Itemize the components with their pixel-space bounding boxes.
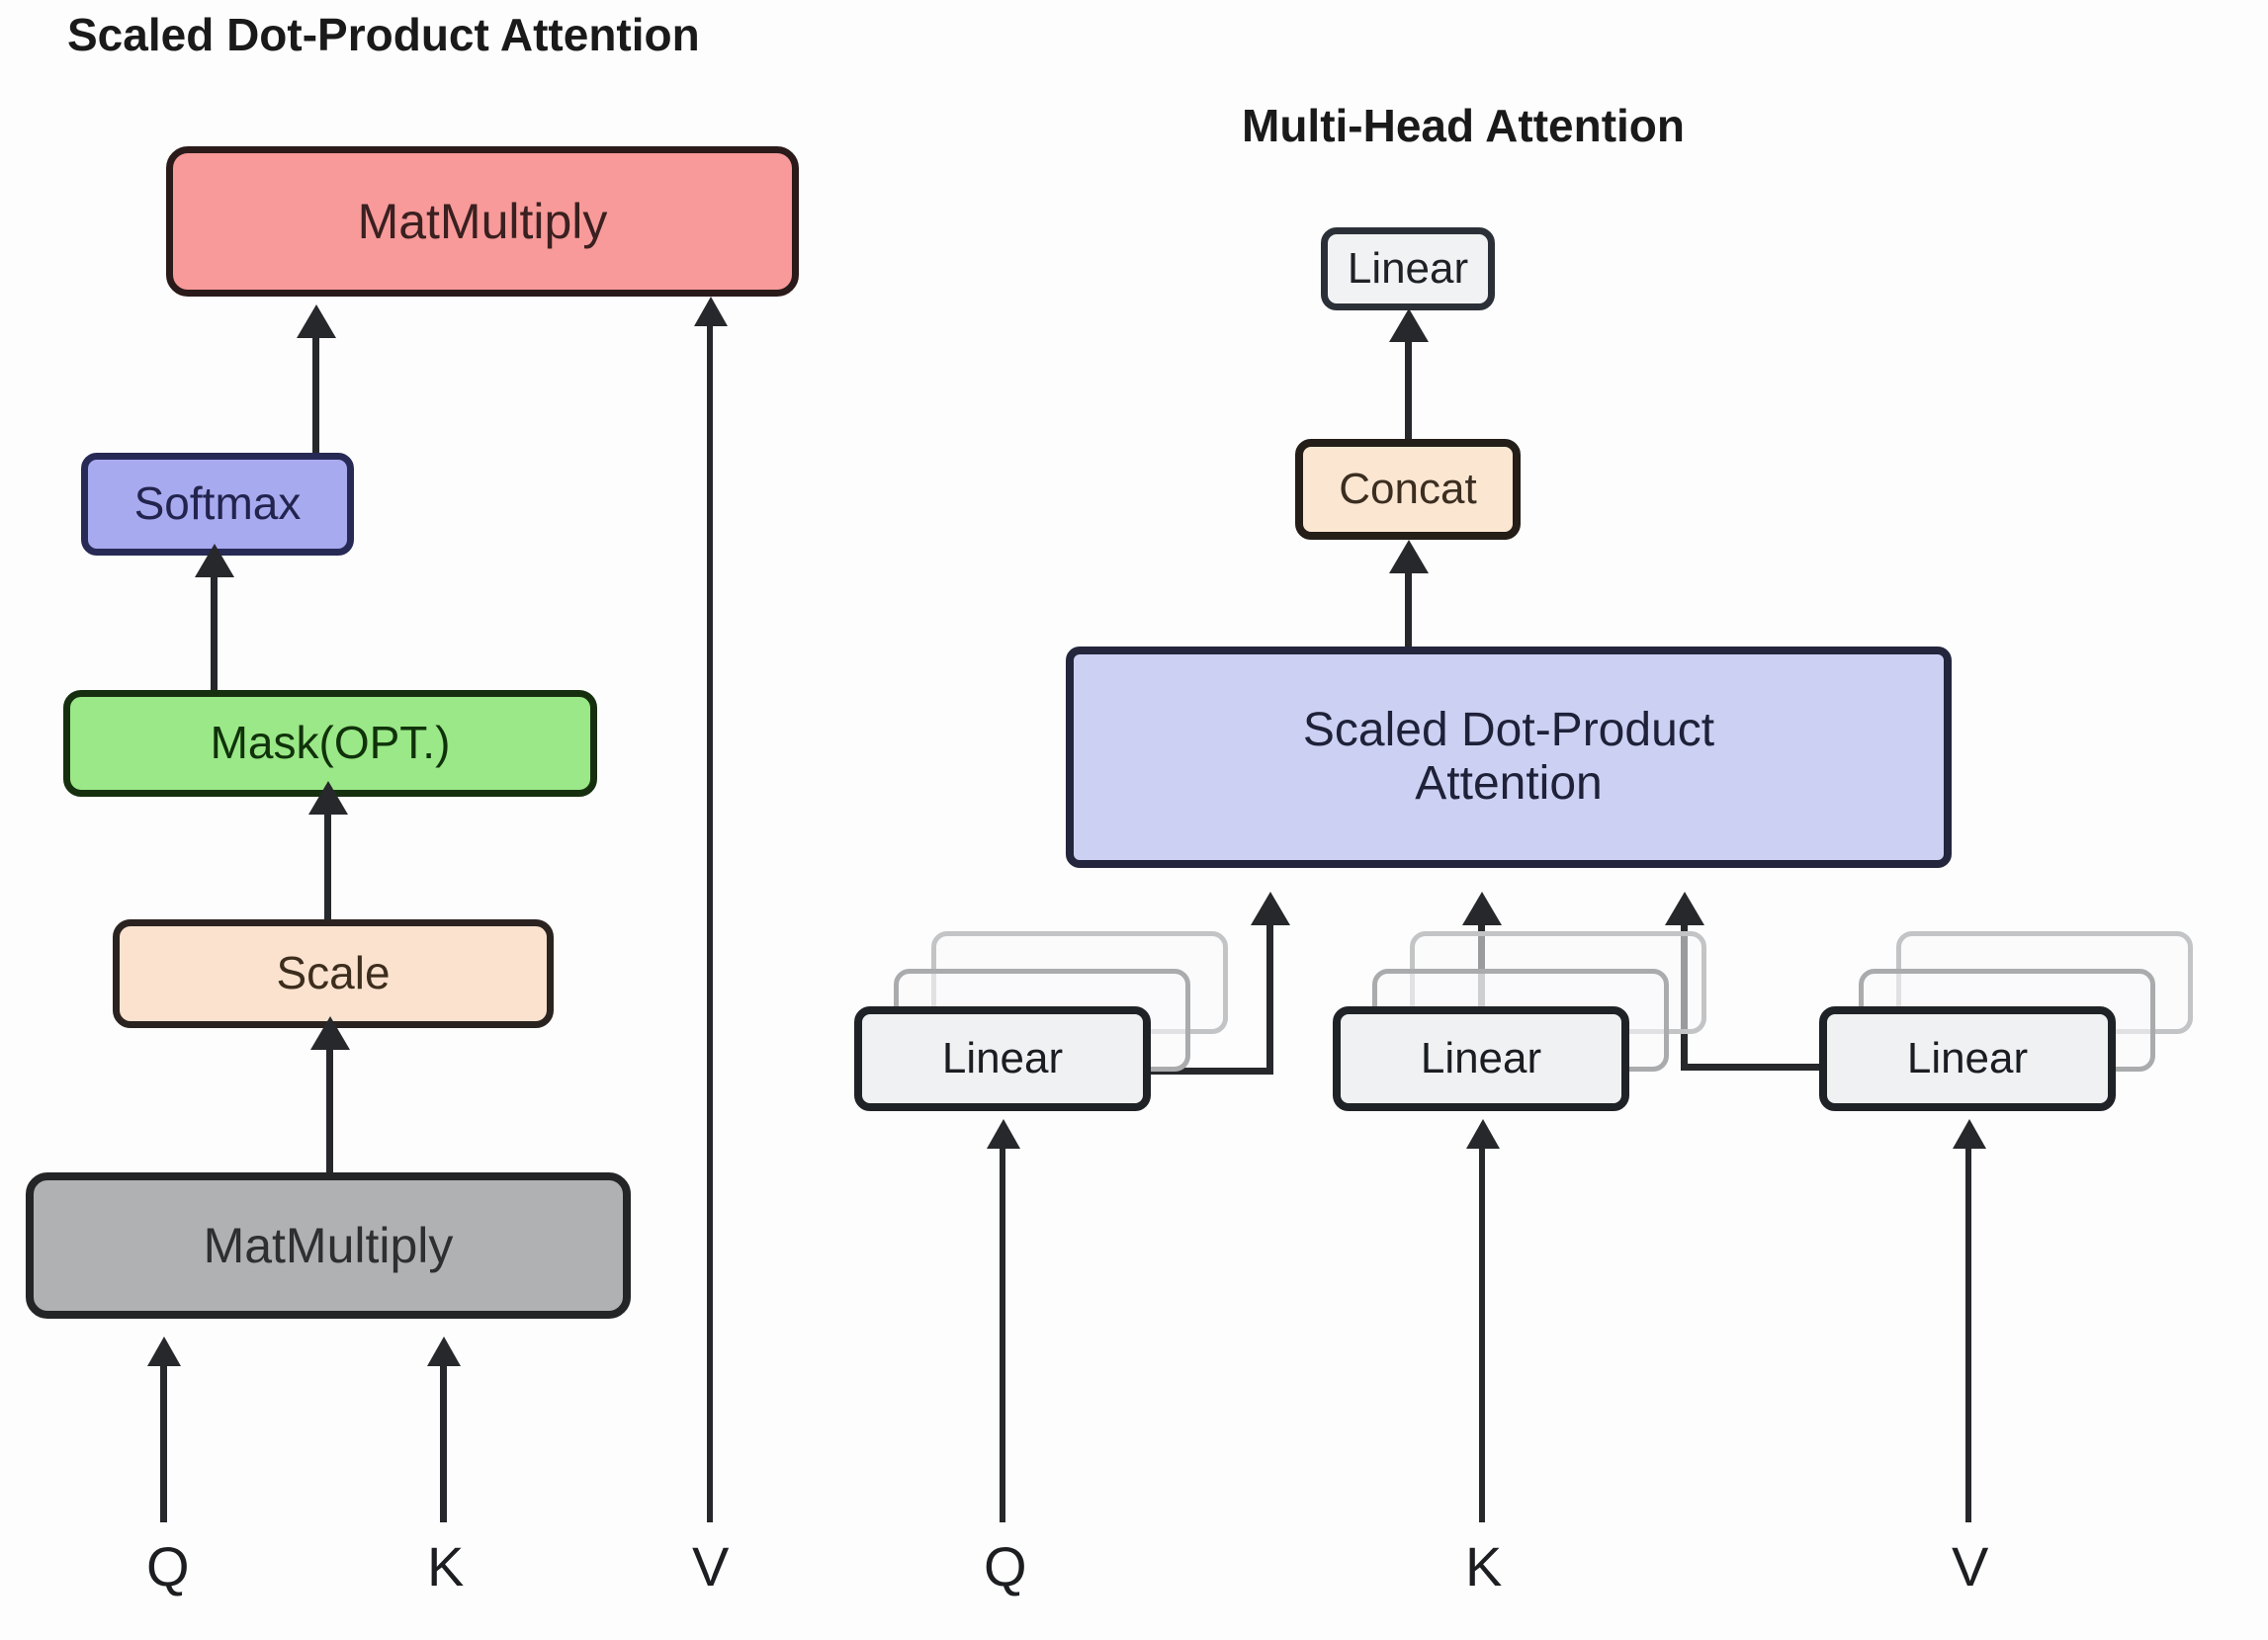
arrowhead-concat-to-linear xyxy=(1389,308,1429,342)
input-label-q-left: Q xyxy=(146,1535,190,1597)
node-concat[interactable]: Concat xyxy=(1295,439,1521,540)
sdpa-label-line1: Scaled Dot-Product xyxy=(1302,704,1715,757)
node-matmultiply-top[interactable]: MatMultiply xyxy=(166,146,799,297)
input-label-v-right: V xyxy=(1952,1535,1989,1597)
edge-v-to-matmultiply-left xyxy=(707,326,713,1522)
input-label-k-right: K xyxy=(1465,1535,1503,1597)
edge-softmax-to-matmultiply xyxy=(312,334,319,455)
arrowhead-q-right xyxy=(987,1119,1020,1149)
edge-linear-q-elbow xyxy=(1147,1068,1273,1075)
stacked-linear-q[interactable]: Linear xyxy=(854,931,1228,1113)
arrowhead-linear-k-to-sdpa xyxy=(1462,892,1502,925)
node-matmultiply-bottom[interactable]: MatMultiply xyxy=(26,1172,631,1319)
input-label-q-right: Q xyxy=(984,1535,1027,1597)
linear-k-front[interactable]: Linear xyxy=(1333,1006,1629,1111)
arrowhead-q-left xyxy=(147,1337,181,1366)
left-diagram-title: Scaled Dot-Product Attention xyxy=(67,9,700,60)
node-linear-output[interactable]: Linear xyxy=(1321,227,1495,310)
arrowhead-matmultiply-to-scale xyxy=(310,1016,350,1050)
edge-mask-to-softmax xyxy=(211,573,218,692)
arrowhead-k-right xyxy=(1466,1119,1500,1149)
linear-q-front[interactable]: Linear xyxy=(854,1006,1151,1111)
arrowhead-k-left xyxy=(427,1337,461,1366)
edge-k-to-linear-right xyxy=(1479,1149,1485,1522)
node-mask-opt[interactable]: Mask(OPT.) xyxy=(63,690,597,797)
arrowhead-v-left xyxy=(694,297,728,326)
edge-k-to-matmultiply-left xyxy=(440,1366,447,1522)
arrowhead-sdpa-to-concat xyxy=(1389,540,1429,573)
edge-linear-q-to-sdpa xyxy=(1266,921,1273,1075)
node-scale[interactable]: Scale xyxy=(113,919,554,1028)
linear-v-front[interactable]: Linear xyxy=(1819,1006,2116,1111)
arrowhead-softmax-to-matmultiply xyxy=(297,304,336,338)
arrowhead-v-right xyxy=(1953,1119,1986,1149)
edge-matmultiply-to-scale xyxy=(326,1046,333,1174)
arrowhead-linear-v-to-sdpa xyxy=(1665,892,1704,925)
edge-sdpa-to-concat xyxy=(1405,569,1412,648)
edge-concat-to-linear xyxy=(1405,338,1412,441)
edge-v-to-linear-right xyxy=(1965,1149,1971,1522)
stacked-linear-v[interactable]: Linear xyxy=(1819,931,2193,1113)
input-label-v-left: V xyxy=(692,1535,730,1597)
input-label-k-left: K xyxy=(427,1535,465,1597)
right-diagram-title: Multi-Head Attention xyxy=(1242,100,1686,151)
edge-scale-to-mask xyxy=(324,811,331,921)
node-softmax[interactable]: Softmax xyxy=(81,453,354,556)
arrowhead-scale-to-mask xyxy=(308,781,348,815)
edge-q-to-linear-right xyxy=(1000,1149,1005,1522)
edge-linear-v-elbow xyxy=(1681,1064,1825,1071)
arrowhead-mask-to-softmax xyxy=(195,544,234,577)
arrowhead-linear-q-to-sdpa xyxy=(1251,892,1290,925)
node-scaled-dot-product-attention[interactable]: Scaled Dot-Product Attention xyxy=(1066,647,1952,868)
edge-q-to-matmultiply-left xyxy=(160,1366,167,1522)
stacked-linear-k[interactable]: Linear xyxy=(1333,931,1706,1113)
sdpa-label-line2: Attention xyxy=(1415,757,1603,810)
